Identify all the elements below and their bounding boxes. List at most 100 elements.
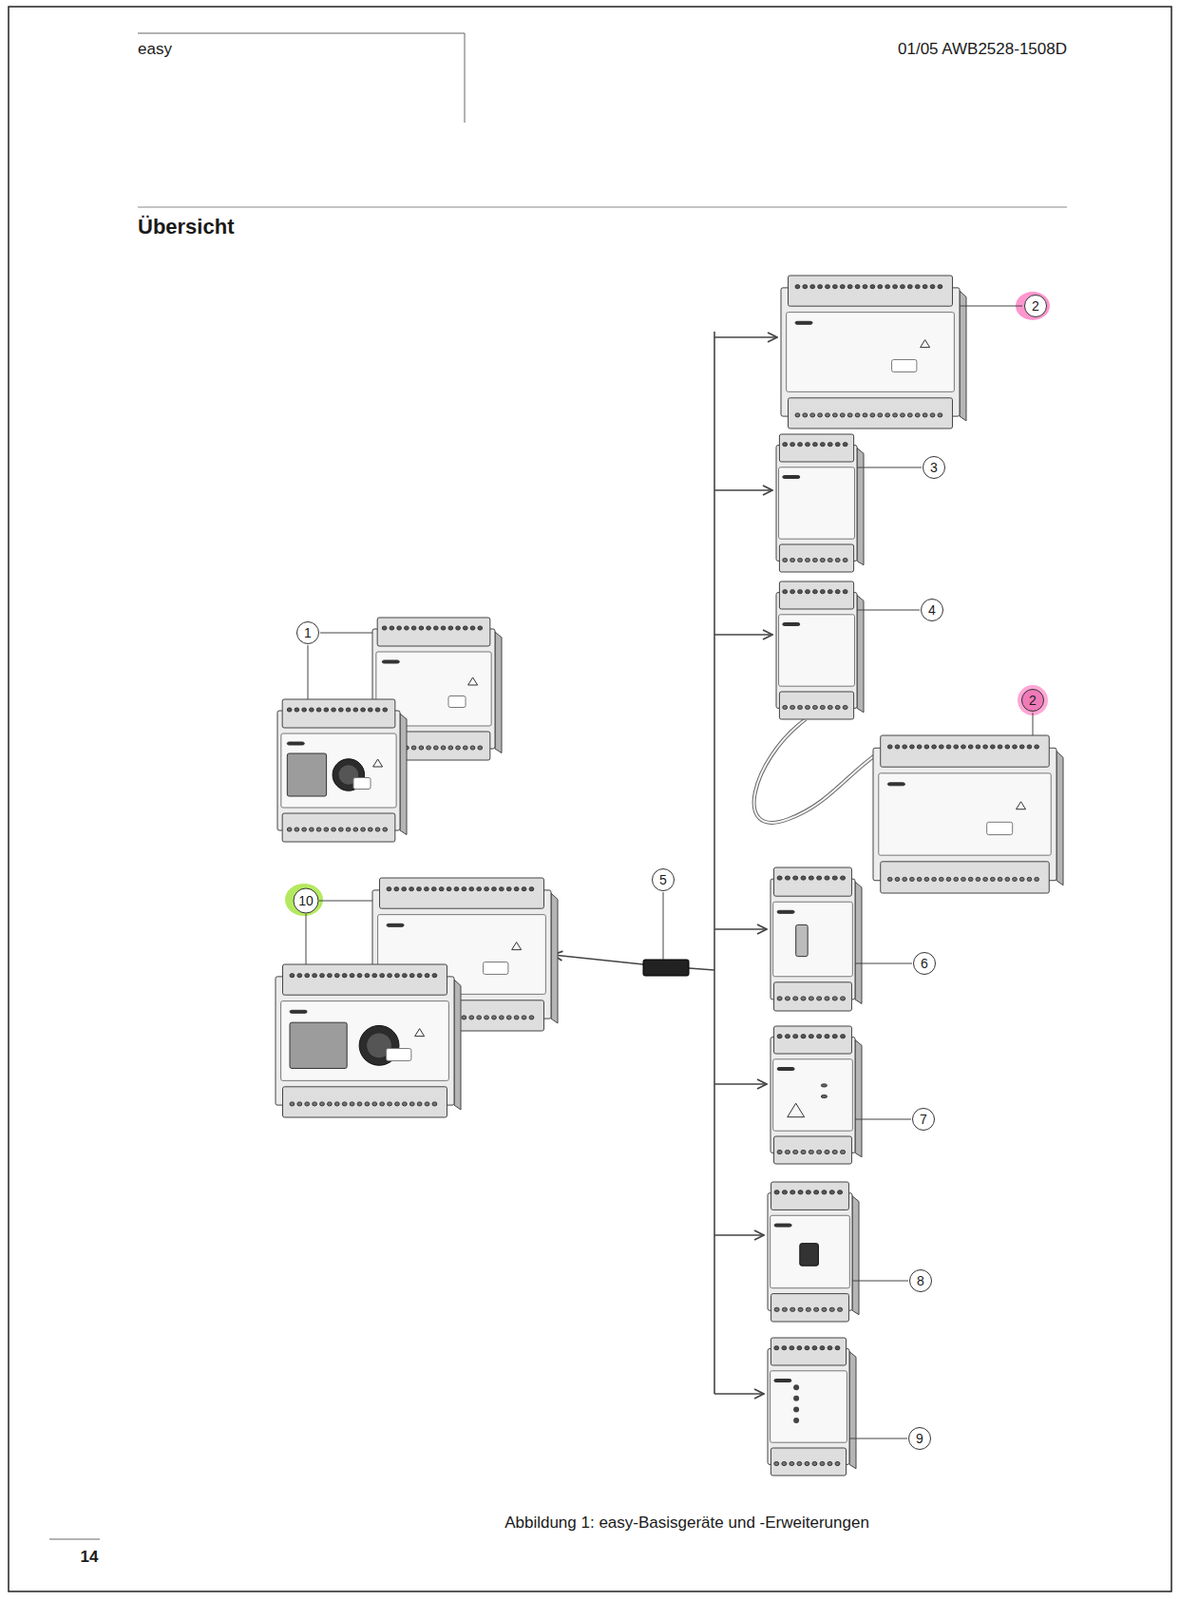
callout-number: 3 [930,459,938,476]
terminal [805,442,811,447]
terminal [800,996,806,1001]
terminal [877,285,883,289]
terminal [498,1015,504,1020]
warning-triangle [373,759,383,767]
terminal [819,1462,825,1466]
label-field [987,821,1013,835]
terminal [426,626,432,630]
label-field [448,696,466,708]
terminal [813,705,819,710]
terminal [953,744,959,749]
terminal [506,887,512,892]
terminal [309,827,315,832]
terminal [432,1102,438,1106]
terminal [835,1346,840,1351]
terminal [395,973,400,978]
callout-circle [913,952,936,975]
terminal [789,1462,795,1466]
terminal [424,1102,430,1106]
terminal [424,973,430,978]
terminal [782,558,788,563]
terminal [345,707,351,712]
terminal [790,705,796,710]
terminal [924,876,930,881]
terminal [805,590,811,594]
bus-arrow [714,1083,767,1085]
device-body [277,710,400,831]
terminal [1005,876,1010,881]
terminal [827,558,833,563]
terminal [492,887,497,892]
callout-number: 8 [916,1273,925,1289]
device-body [776,592,857,709]
device-side [399,713,407,836]
terminal [914,285,920,289]
terminal [364,973,370,978]
terminal [953,876,959,881]
terminal [434,745,439,750]
terminal [506,1015,512,1020]
leader-line [855,1119,912,1121]
terminal [902,744,908,749]
bus-arrow [552,954,644,965]
terminal [387,973,393,978]
terminal [286,827,292,832]
terminal [357,1102,362,1106]
terminal [784,1150,790,1155]
warning-triangle [920,340,931,348]
leader-line [856,467,922,469]
terminal-block [774,982,853,1011]
terminal [380,973,385,978]
status-led [820,1095,827,1099]
terminal-block [771,1181,850,1210]
terminal [304,1102,310,1106]
terminal [937,413,943,418]
terminal [839,285,845,289]
terminal [440,745,446,750]
device-front [773,1059,854,1131]
figure-caption: Abbildung 1: easy-Basisgeräte und -Erwei… [504,1513,870,1533]
warning-triangle [415,1028,425,1037]
terminal [417,973,422,978]
terminal [829,1307,835,1312]
terminal [862,285,868,289]
terminal [1034,744,1040,749]
terminal [394,887,400,892]
warning-triangle [512,942,522,951]
terminal [1012,876,1018,881]
terminal [795,285,800,289]
terminal [342,1102,347,1106]
terminal [808,1150,814,1155]
terminal [431,887,437,892]
logo-mark [777,910,795,914]
terminal [446,887,452,892]
terminal [817,996,822,1001]
terminal [818,413,823,418]
terminal [827,1462,833,1466]
terminal [975,744,981,749]
terminal [802,285,808,289]
device-module [776,581,864,720]
warning-triangle [1016,801,1027,810]
terminal [448,745,454,750]
terminal [397,626,402,630]
rj-socket [799,1243,819,1267]
device-front [773,901,854,977]
terminal [837,1190,843,1195]
terminal [417,887,422,892]
callout-number: 5 [659,872,667,888]
terminal [401,887,407,892]
page-frame [8,6,1172,1592]
device-side [856,448,864,566]
terminal [349,1102,355,1106]
terminal [990,744,996,749]
device-module [776,434,864,572]
terminal [870,413,876,418]
logo-mark [777,1067,795,1071]
terminal [855,285,860,289]
terminal [361,827,366,832]
terminal [840,1034,846,1039]
terminal [448,626,454,630]
device-side [856,595,864,713]
